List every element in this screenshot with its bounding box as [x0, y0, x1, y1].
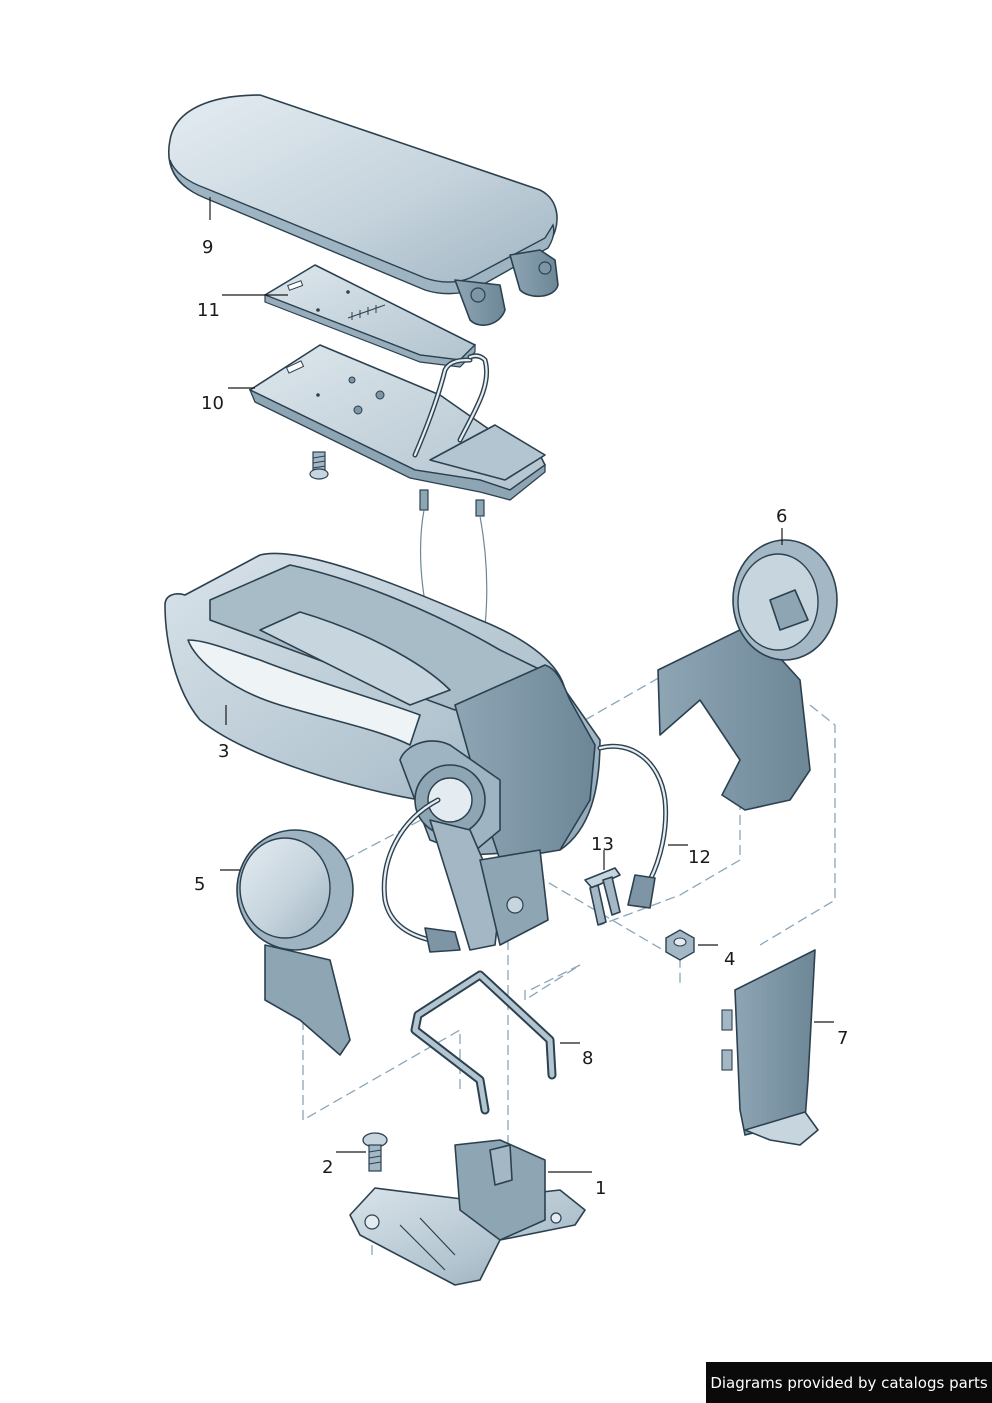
callout-6: 6: [776, 506, 787, 527]
part-screw-upper: [309, 451, 329, 480]
body-cable-left: [381, 797, 461, 953]
callout-3: 3: [218, 741, 229, 762]
callout-1: 1: [595, 1178, 606, 1199]
callout-numbers: 9 11 10 6 3 12 13 5 4 7 8 2 1: [194, 237, 848, 1199]
callout-7: 7: [837, 1028, 848, 1049]
callout-10: 10: [201, 393, 224, 414]
part-mounting-tray: [248, 344, 546, 501]
part-clip: [584, 867, 621, 926]
callout-11: 11: [197, 300, 220, 321]
tray-cables: [412, 353, 490, 661]
part-storage-box: [164, 552, 601, 951]
callout-13: 13: [591, 834, 614, 855]
part-side-panel: [721, 949, 819, 1146]
part-side-cover-right: [657, 539, 838, 811]
credit-banner: Diagrams provided by catalogs parts: [706, 1362, 992, 1403]
callout-8: 8: [582, 1048, 593, 1069]
part-side-cover-left: [236, 829, 354, 1056]
part-base-bracket: [349, 1139, 586, 1286]
part-wire-bracket: [410, 970, 557, 1115]
part-armrest-lid: [168, 94, 559, 326]
callout-leaders: [209, 197, 834, 1173]
callout-4: 4: [724, 949, 735, 970]
part-cable-harness: [597, 743, 669, 909]
callout-2: 2: [322, 1157, 333, 1178]
part-screw-lower: [362, 1132, 388, 1172]
callout-12: 12: [688, 847, 711, 868]
part-nut: [665, 929, 695, 961]
callout-5: 5: [194, 874, 205, 895]
callout-9: 9: [202, 237, 213, 258]
